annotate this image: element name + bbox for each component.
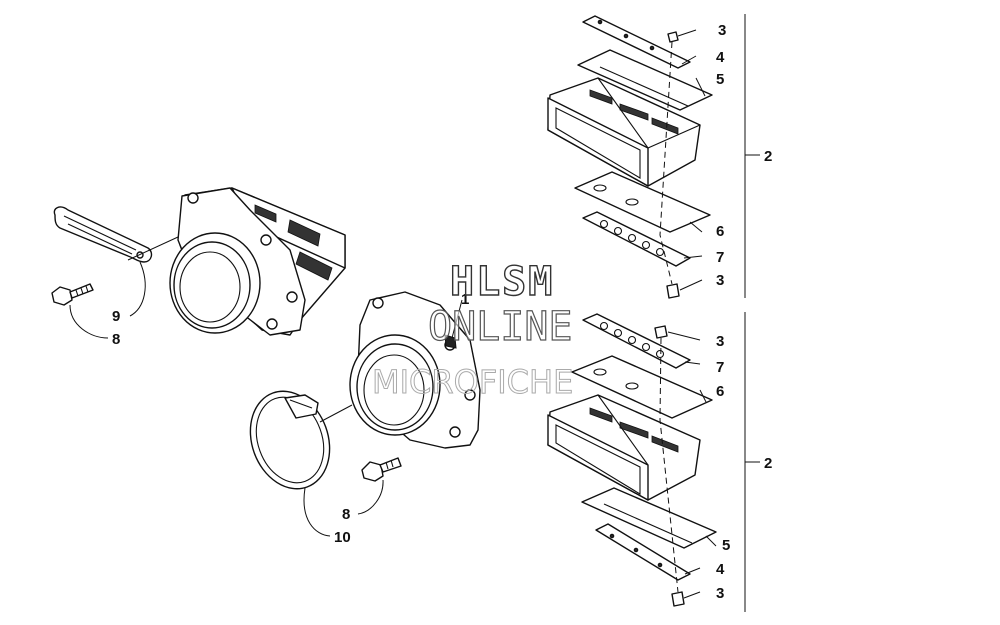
callout-10: 10 <box>334 529 351 546</box>
intake-housing-left <box>169 187 346 336</box>
callout-3-c: 3 <box>716 333 724 350</box>
group-bracket-bottom <box>744 312 760 612</box>
callout-1: 1 <box>461 291 469 308</box>
callout-3-b: 3 <box>716 272 724 289</box>
callout-2-top: 2 <box>764 148 772 165</box>
leader-bracket <box>127 236 179 261</box>
callout-7-top: 7 <box>716 249 724 266</box>
callout-6-bottom: 6 <box>716 383 724 400</box>
bracket-part-9 <box>53 206 153 263</box>
callout-4-top: 4 <box>716 49 725 66</box>
watermark-line-3: MICROFICHE <box>372 363 573 401</box>
callout-7-bottom: 7 <box>716 359 724 376</box>
intake-housing-middle <box>349 291 481 449</box>
callout-4-bottom: 4 <box>716 561 725 578</box>
reed-stack-bottom <box>547 313 717 607</box>
callout-3-a: 3 <box>718 22 726 39</box>
bolt-part-8-middle <box>361 457 402 482</box>
bolt-part-8-left <box>51 283 94 306</box>
callout-8-left: 8 <box>112 331 120 348</box>
watermark-line-1: HLSM <box>450 259 554 305</box>
leader-clamp <box>319 404 353 423</box>
callout-3-d: 3 <box>716 585 724 602</box>
reed-stack-top <box>547 15 713 299</box>
callout-8-mid: 8 <box>342 506 350 523</box>
callout-2-bottom: 2 <box>764 455 772 472</box>
hose-clamp-part-10 <box>249 390 331 490</box>
group-bracket-top <box>744 14 760 298</box>
callout-9: 9 <box>112 308 120 325</box>
callout-6-top: 6 <box>716 223 724 240</box>
callout-5-bottom: 5 <box>722 537 730 554</box>
watermark-line-2: ONLINE <box>428 304 573 350</box>
callout-5-top: 5 <box>716 71 724 88</box>
